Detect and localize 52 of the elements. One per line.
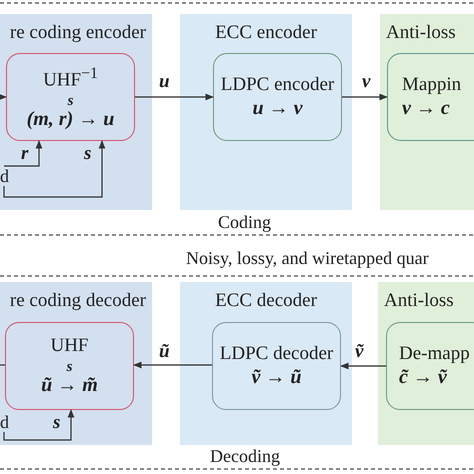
panel-title: ECC decoder [214,290,318,312]
arrow [3,409,74,441]
formula: ṽ → ũ [252,365,302,389]
section-label: Coding [218,212,272,232]
box-title: LDPC decoder [220,343,334,365]
input-label: d [0,412,9,432]
stage-panel [380,14,474,210]
process-box [387,53,474,141]
edge-label: r [20,144,30,164]
arrow [135,94,214,100]
edge-label: ũ [158,342,171,362]
box-title: UHF$^{−1}$ [43,64,98,92]
edge-label: v [361,72,372,92]
process-box [6,53,135,141]
arrow [342,94,388,100]
process-box [212,322,341,410]
formula: c̃ → ṽ [399,365,447,389]
box-title: LDPC encoder [220,74,334,96]
process-box [5,322,134,410]
arrow [340,362,386,370]
operator-superscript: s [66,361,72,373]
edge-label: u [158,72,171,92]
edge-label: s [52,413,62,433]
panel-title: re coding decoder [8,290,147,312]
edge-label: ṽ [354,342,364,362]
input-label: d [0,166,9,186]
formula: (m, r) → u [26,107,114,132]
stage-panel [0,282,152,445]
panel-title: re coding encoder [8,22,147,44]
arrow [4,140,42,167]
stage-panel [180,282,352,445]
section-label: Decoding [210,446,280,466]
edge-label: s [83,144,92,164]
box-title: UHF [50,335,88,357]
box-title: De-mapp [399,343,470,365]
stage-panel [0,14,152,210]
channel-label: Noisy, lossy, and wiretapped quar [186,248,429,268]
formula: ũ → m̃ [41,373,98,397]
box-title: Mappin [402,74,462,96]
arrow [133,362,212,368]
process-box [213,53,342,141]
panel-title: Anti-loss [385,22,457,44]
stage-panel [180,14,352,210]
panel-title: ECC encoder [214,22,318,44]
formula: v → c [402,96,450,120]
panel-title: Anti-loss [383,290,455,312]
arrow [3,140,106,198]
stage-panel [378,282,474,445]
process-box [386,322,474,410]
formula: u → v [252,96,302,120]
arrow [0,94,7,100]
operator-superscript: s [68,95,74,108]
